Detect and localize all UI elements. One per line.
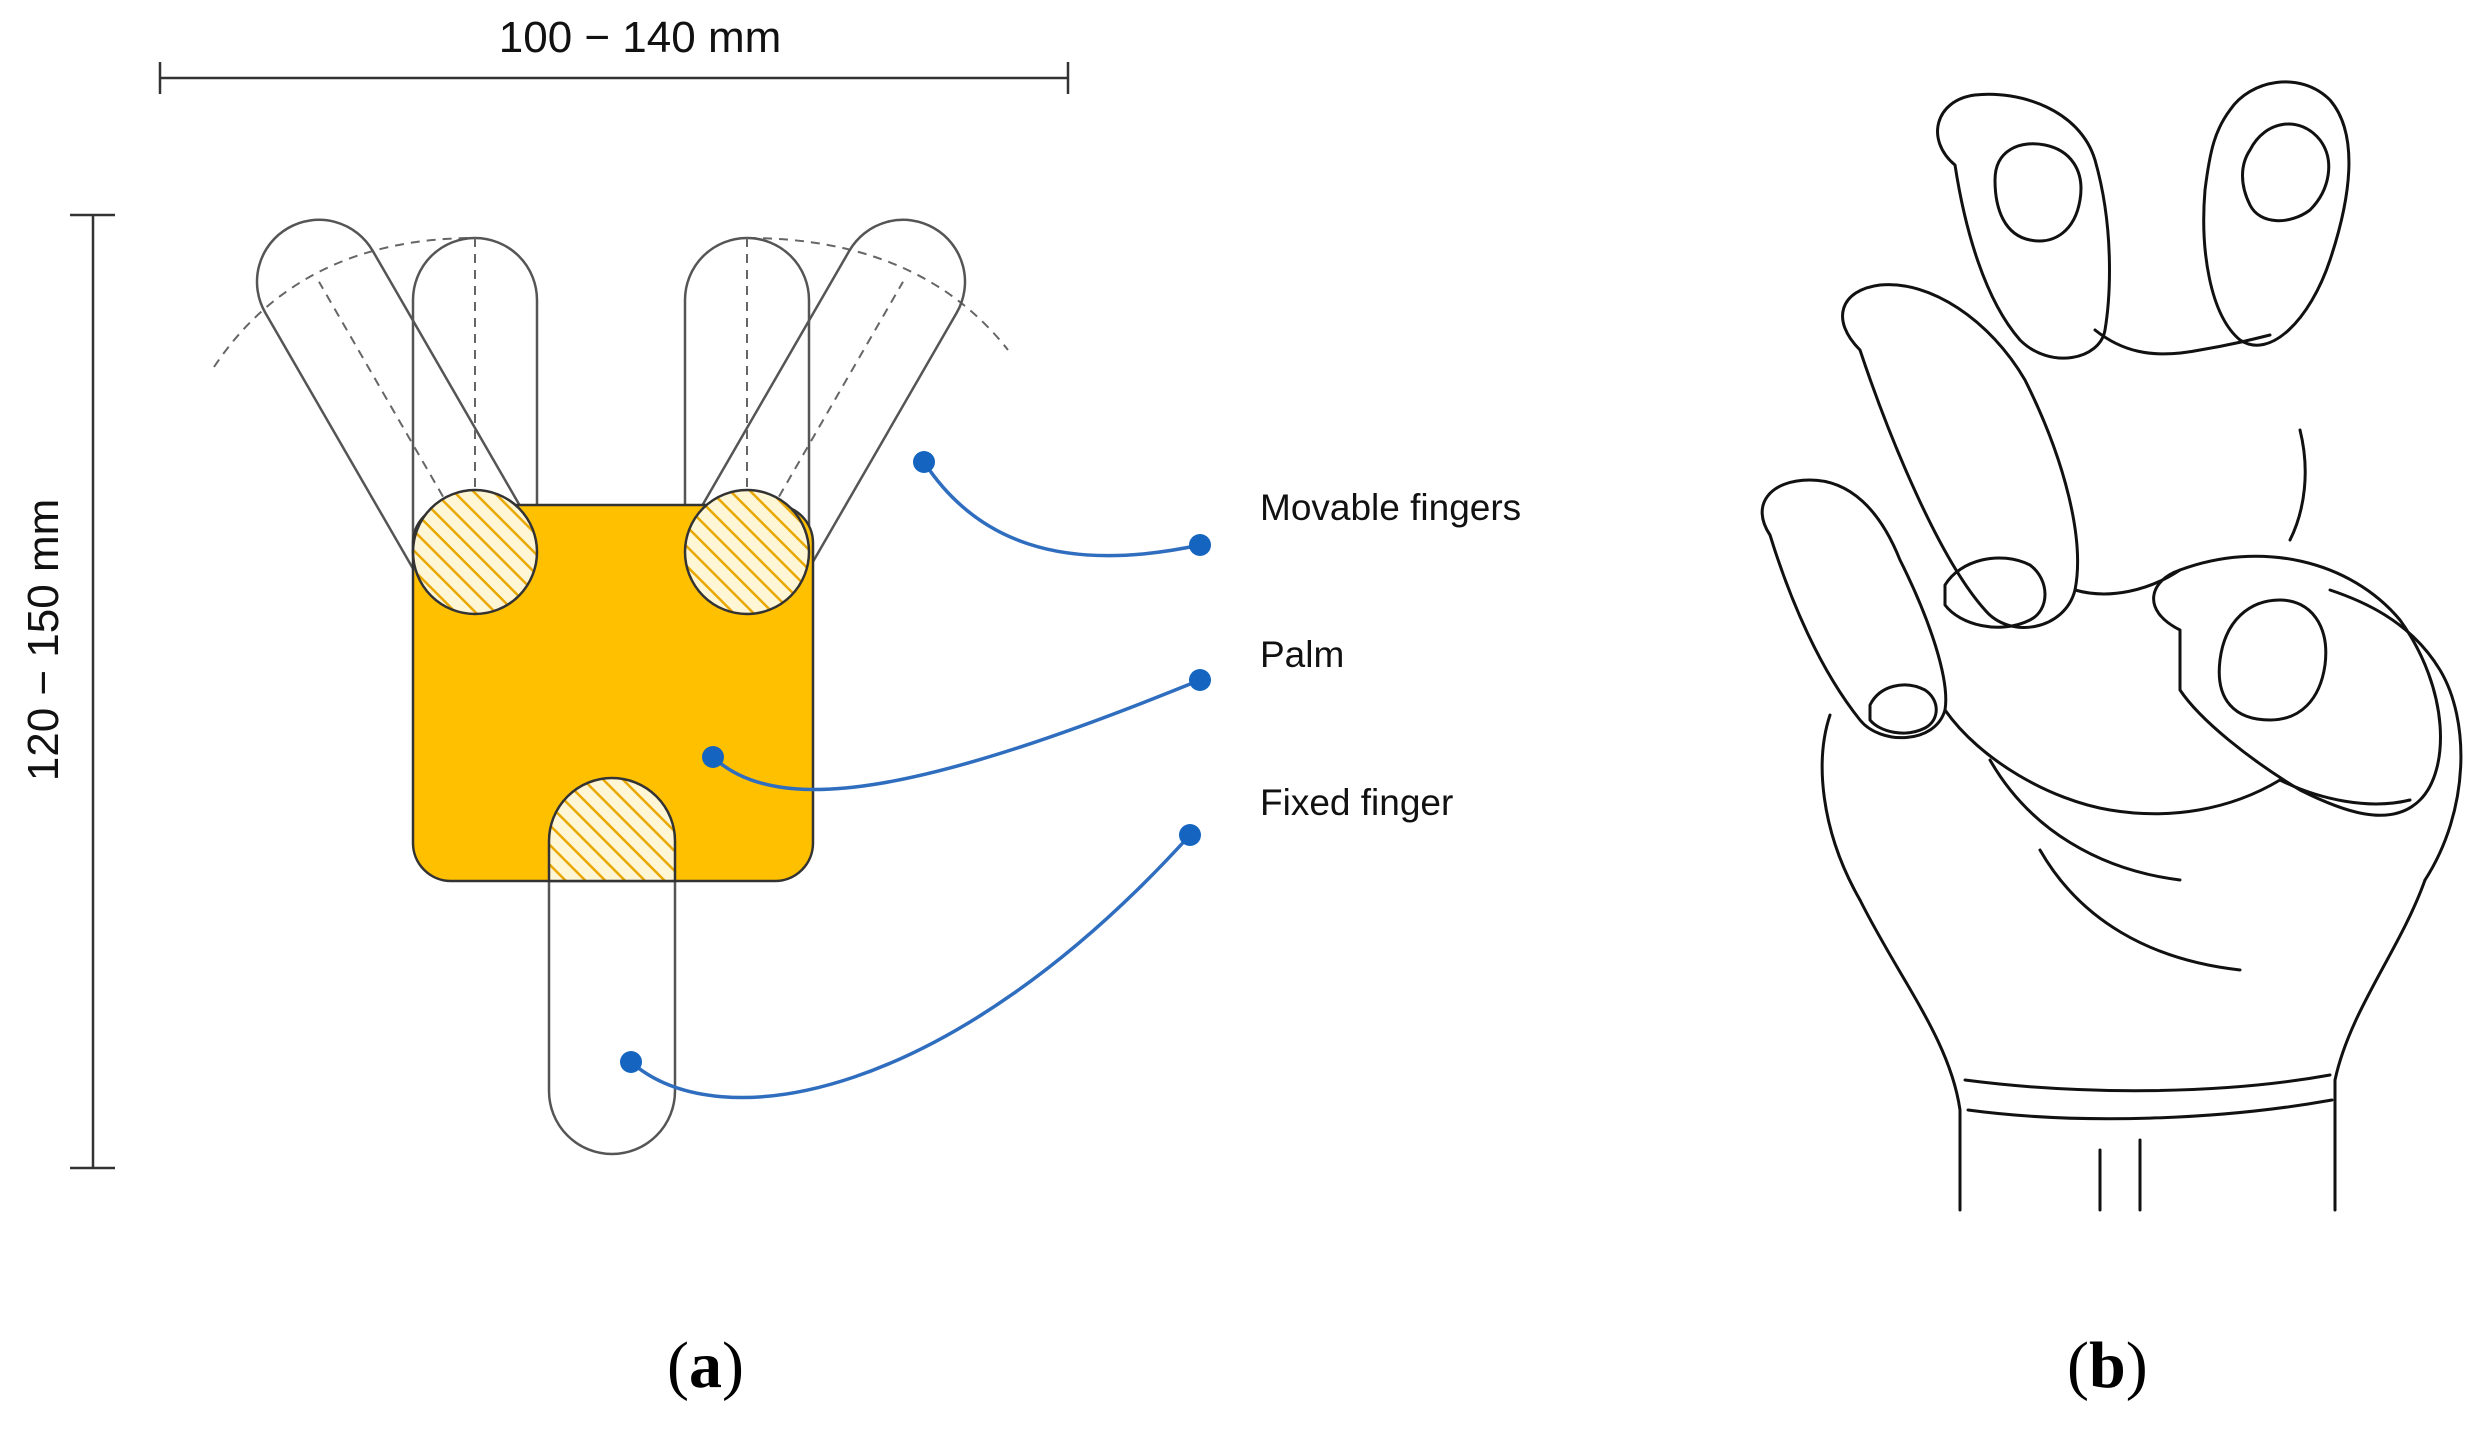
joint-fixed [547, 776, 677, 883]
leader-lines [629, 461, 1201, 1100]
joint-right [683, 488, 811, 616]
height-dimension-label: 120 − 150 mm [19, 499, 68, 782]
leader-dots [620, 451, 1211, 1073]
panel-label-a-text: a [688, 1329, 722, 1402]
panel-label-b: (b) [2067, 1329, 2148, 1402]
panel-label-b-text: b [2088, 1329, 2126, 1402]
label-palm: Palm [1260, 634, 1344, 675]
leader-movable-fingers [922, 461, 1201, 558]
joint-left [411, 488, 539, 616]
panel-label-a: (a) [667, 1329, 744, 1402]
height-dimension: 120 − 150 mm [19, 213, 115, 1170]
label-fixed-finger: Fixed finger [1260, 782, 1453, 823]
dot-palm-label [1189, 669, 1211, 691]
leader-fixed-finger [629, 833, 1192, 1100]
width-dimension-label: 100 − 140 mm [499, 13, 782, 62]
dot-movable-finger [913, 451, 935, 473]
finger-swing-arcs [213, 237, 1009, 368]
label-movable-fingers: Movable fingers [1260, 487, 1521, 528]
dot-palm [702, 746, 724, 768]
width-dimension: 100 − 140 mm [158, 13, 1070, 94]
dot-fixed-label [1179, 824, 1201, 846]
dot-movable-label [1189, 534, 1211, 556]
leader-palm [711, 678, 1201, 792]
dot-fixed-finger [620, 1051, 642, 1073]
hand-drawing [1760, 80, 2463, 1212]
